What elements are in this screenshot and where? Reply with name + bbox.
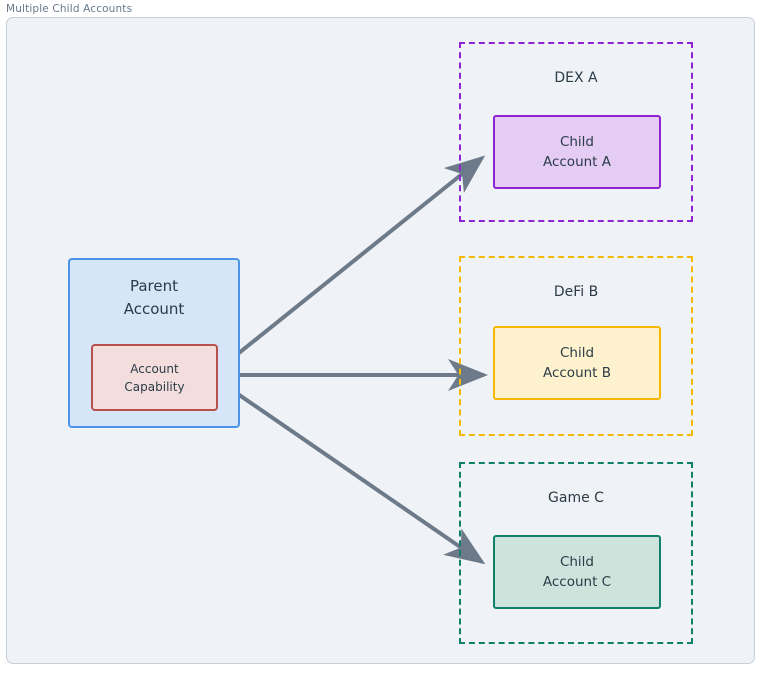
node-child-account-b[interactable]: Child Account B	[493, 326, 661, 400]
node-child-account-c[interactable]: Child Account C	[493, 535, 661, 609]
node-child-account-b-label: Child Account B	[542, 345, 612, 381]
ecosystem-game-c[interactable]: Game C	[459, 462, 693, 644]
ecosystem-dex-a-label: DEX A	[554, 70, 598, 86]
edge-capability-to-child-c	[217, 379, 486, 565]
node-account-capability-label: Account Capability	[124, 361, 185, 394]
node-account-capability[interactable]: Account Capability	[91, 344, 218, 411]
edge-capability-to-child-a	[217, 155, 486, 371]
ecosystem-game-c-label: Game C	[548, 490, 604, 506]
node-parent-account-label: Parent Account	[123, 277, 185, 318]
ecosystem-dex-a[interactable]: DEX A	[459, 42, 693, 222]
node-child-account-a-label: Child Account A	[542, 134, 612, 170]
node-child-account-a[interactable]: Child Account A	[493, 115, 661, 189]
ecosystem-defi-b-label: DeFi B	[553, 284, 599, 300]
figure-title: Multiple Child Accounts	[6, 3, 133, 15]
ecosystem-defi-b[interactable]: DeFi B	[459, 256, 693, 436]
node-child-account-c-label: Child Account C	[542, 554, 612, 590]
